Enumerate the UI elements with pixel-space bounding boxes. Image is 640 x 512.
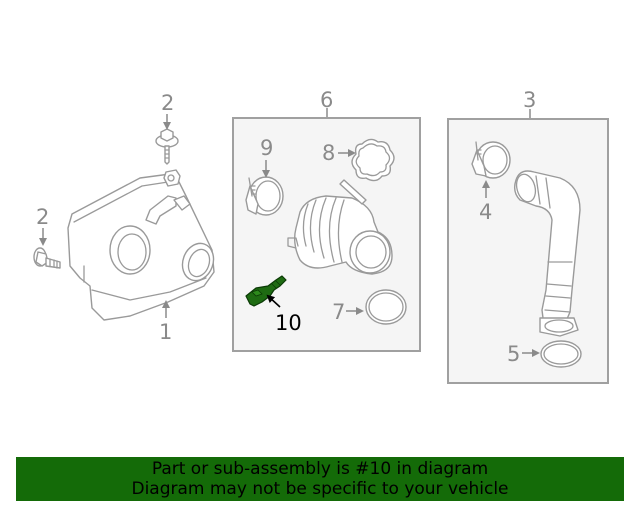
banner-line-1: Part or sub-assembly is #10 in diagram — [151, 459, 489, 479]
svg-text:4: 4 — [479, 200, 492, 224]
banner-line-2: Diagram may not be specific to your vehi… — [131, 479, 509, 499]
part-2-bolt-top[interactable] — [155, 128, 179, 165]
callout-2-side: 2 — [36, 205, 49, 246]
svg-text:7: 7 — [332, 300, 345, 324]
intake-hose-assembly[interactable] — [287, 179, 393, 275]
part-9-hose-clamp[interactable] — [245, 176, 284, 216]
svg-text:2: 2 — [36, 205, 49, 229]
svg-text:2: 2 — [161, 91, 174, 115]
callout-10: 10 — [266, 294, 302, 335]
callout-9: 9 — [260, 136, 273, 178]
part-4-hose-clamp[interactable] — [471, 141, 511, 179]
part-10-sensor-highlighted[interactable] — [245, 275, 287, 307]
callout-4: 4 — [479, 180, 492, 224]
group-3-box: 3 — [447, 88, 609, 384]
svg-text:1: 1 — [159, 320, 172, 344]
part-7-o-ring[interactable] — [365, 289, 407, 325]
svg-text:5: 5 — [507, 342, 520, 366]
part-8-seal[interactable] — [351, 138, 395, 182]
svg-text:10: 10 — [275, 311, 302, 335]
svg-text:6: 6 — [320, 88, 333, 112]
part-1-intake-housing[interactable] — [67, 169, 219, 321]
callout-2-top: 2 — [161, 91, 174, 130]
callout-5: 5 — [507, 342, 540, 366]
svg-text:9: 9 — [260, 136, 273, 160]
callout-8: 8 — [322, 141, 356, 165]
part-5-o-ring[interactable] — [540, 340, 582, 368]
svg-text:8: 8 — [322, 141, 335, 165]
intake-pipe[interactable] — [513, 170, 581, 337]
info-banner: Part or sub-assembly is #10 in diagram D… — [16, 457, 624, 501]
svg-text:3: 3 — [523, 88, 536, 112]
callout-1: 1 — [159, 300, 172, 344]
callout-7: 7 — [332, 300, 364, 324]
part-2-bolt-side[interactable] — [33, 247, 61, 269]
